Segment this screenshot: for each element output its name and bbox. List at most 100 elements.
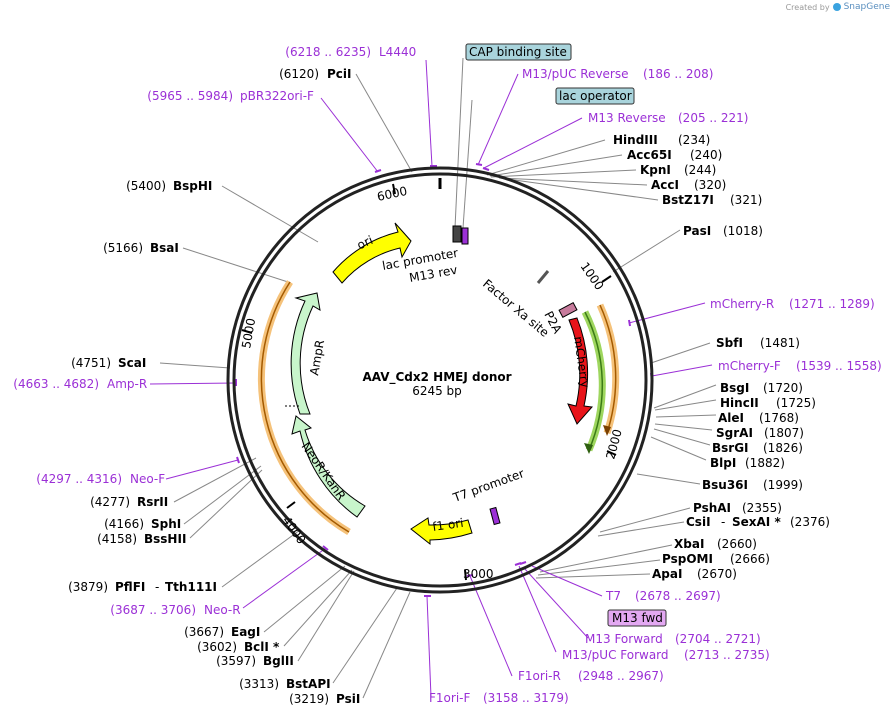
svg-text:(1271 .. 1289): (1271 .. 1289) xyxy=(789,297,875,311)
enzyme-alei[interactable]: AleI (1768) xyxy=(718,411,799,425)
enzyme-sphi[interactable]: (4166) SphI xyxy=(104,517,181,531)
svg-text:(205 .. 221): (205 .. 221) xyxy=(678,111,748,125)
svg-text:Neo-R: Neo-R xyxy=(204,603,241,617)
enzyme-pasi[interactable]: PasI (1018) xyxy=(683,224,763,238)
enzyme-blpi[interactable]: BlpI (1882) xyxy=(710,456,785,470)
p2a-feature[interactable] xyxy=(558,302,578,318)
enzyme-rsrii[interactable]: (4277) RsrII xyxy=(90,495,168,509)
lac-operator-label[interactable]: lac operator xyxy=(555,87,635,105)
f1ori-feature[interactable] xyxy=(410,517,473,546)
primer-mcherry-f[interactable]: mCherry-F (1539 .. 1558) xyxy=(718,359,882,373)
enzyme-apai[interactable]: ApaI (2670) xyxy=(652,567,737,581)
svg-text:BsgI: BsgI xyxy=(720,381,749,395)
enzyme-hindiii[interactable]: HindIII (234) xyxy=(613,133,710,147)
enzyme-scai[interactable]: (4751) ScaI xyxy=(71,356,146,370)
enzyme-bsshii[interactable]: (4158) BssHII xyxy=(97,532,186,546)
enzyme-hincii[interactable]: HincII (1725) xyxy=(720,396,816,410)
svg-text:(234): (234) xyxy=(678,133,710,147)
svg-text:(1725): (1725) xyxy=(776,396,816,410)
enzyme-bsai[interactable]: (5166) BsaI xyxy=(103,241,179,255)
m13rev-feature[interactable] xyxy=(461,227,469,245)
svg-text:BsrGI: BsrGI xyxy=(712,441,749,455)
green-track xyxy=(581,310,606,454)
svg-text:PciI: PciI xyxy=(327,67,352,81)
enzyme-sbfi[interactable]: SbfI (1481) xyxy=(716,336,800,350)
lac-promoter-feature[interactable] xyxy=(452,225,462,243)
cap-binding-site-label[interactable]: CAP binding site xyxy=(465,43,572,61)
enzyme-bsu36i[interactable]: Bsu36I (1999) xyxy=(702,478,803,492)
svg-text:(6120): (6120) xyxy=(279,67,319,81)
svg-text:(1768): (1768) xyxy=(759,411,799,425)
svg-text:M13/pUC Forward: M13/pUC Forward xyxy=(562,648,669,662)
primer-m13-reverse[interactable]: M13 Reverse (205 .. 221) xyxy=(588,111,748,125)
orange-tracks xyxy=(257,280,620,536)
svg-text:Tth111I: Tth111I xyxy=(165,580,217,594)
primer-f1ori-r[interactable]: F1ori-R (2948 .. 2967) xyxy=(518,669,664,683)
primer-t7[interactable]: T7 (2678 .. 2697) xyxy=(605,589,721,603)
ori-feature[interactable] xyxy=(332,222,412,284)
primer-m13puc-reverse[interactable]: M13/pUC Reverse (186 .. 208) xyxy=(522,67,713,81)
svg-text:pBR322ori-F: pBR322ori-F xyxy=(240,89,314,103)
t7-promoter-feature[interactable] xyxy=(489,506,501,526)
svg-text:M13 Reverse: M13 Reverse xyxy=(588,111,666,125)
svg-text:M13/pUC Reverse: M13/pUC Reverse xyxy=(522,67,629,81)
backbone-outer xyxy=(226,166,654,594)
svg-text:(321): (321) xyxy=(730,193,762,207)
svg-text:mCherry-R: mCherry-R xyxy=(710,297,774,311)
svg-text:(2376): (2376) xyxy=(790,515,830,529)
svg-text:(1481): (1481) xyxy=(760,336,800,350)
m13fwd-label[interactable]: M13 fwd xyxy=(607,609,667,627)
enzyme-pshai[interactable]: PshAI (2355) xyxy=(693,501,782,515)
svg-text:(186 .. 208): (186 .. 208) xyxy=(643,67,713,81)
enzyme-bglii[interactable]: (3597) BglII xyxy=(216,654,294,668)
enzyme-kpni[interactable]: KpnI (244) xyxy=(640,163,716,177)
svg-text:(6218 .. 6235): (6218 .. 6235) xyxy=(285,45,371,59)
factorxa-feature[interactable] xyxy=(536,270,550,284)
enzyme-xbai[interactable]: XbaI (2660) xyxy=(674,537,757,551)
enzyme-pflfi[interactable]: (3879) PflFI - Tth111I xyxy=(68,580,217,594)
svg-text:(1882): (1882) xyxy=(745,456,785,470)
primer-mcherry-r[interactable]: mCherry-R (1271 .. 1289) xyxy=(710,297,875,311)
enzyme-bcli[interactable]: (3602) BclI * xyxy=(197,640,280,654)
mcherry-feature[interactable] xyxy=(567,317,594,425)
enzyme-eagi[interactable]: (3667) EagI xyxy=(184,625,260,639)
enzyme-acc65i[interactable]: Acc65I (240) xyxy=(627,148,722,162)
enzyme-pcil[interactable]: (6120) PciI xyxy=(279,67,351,81)
neokan-feature[interactable] xyxy=(291,415,366,518)
enzyme-acci[interactable]: AccI (320) xyxy=(651,178,726,192)
enzyme-sgrai[interactable]: SgrAI (1807) xyxy=(716,426,804,440)
enzyme-bsphi[interactable]: (5400) BspHI xyxy=(126,179,212,193)
primer-neo-r[interactable]: (3687 .. 3706) Neo-R xyxy=(110,603,240,617)
svg-text:PasI: PasI xyxy=(683,224,711,238)
svg-text:(2660): (2660) xyxy=(717,537,757,551)
plasmid-name: AAV_Cdx2 HMEJ donor xyxy=(362,370,511,385)
svg-text:BsaI: BsaI xyxy=(150,241,179,255)
ampr-feature[interactable] xyxy=(290,292,321,415)
svg-text:-: - xyxy=(155,580,159,594)
primer-l4440[interactable]: (6218 .. 6235) L4440 xyxy=(285,45,416,59)
svg-text:L4440: L4440 xyxy=(379,45,416,59)
svg-text:mCherry-F: mCherry-F xyxy=(718,359,781,373)
enzyme-psii[interactable]: (3219) PsiI xyxy=(289,692,360,706)
primer-neo-f[interactable]: (4297 .. 4316) Neo-F xyxy=(36,472,165,486)
svg-text:(5166): (5166) xyxy=(103,241,143,255)
svg-text:(4158): (4158) xyxy=(97,532,137,546)
enzyme-bstz17i[interactable]: BstZ17I (321) xyxy=(662,193,762,207)
enzyme-bsrgi[interactable]: BsrGI (1826) xyxy=(712,441,803,455)
primer-pbr322ori-f[interactable]: (5965 .. 5984) pBR322ori-F xyxy=(147,89,314,103)
svg-text:(1807): (1807) xyxy=(764,426,804,440)
svg-text:Bsu36I: Bsu36I xyxy=(702,478,748,492)
primer-f1ori-f[interactable]: F1ori-F (3158 .. 3179) xyxy=(429,691,569,705)
enzyme-pspomi[interactable]: PspOMI (2666) xyxy=(662,552,770,566)
primer-amp-r[interactable]: (4663 .. 4682) Amp-R xyxy=(13,377,147,391)
svg-text:(3597): (3597) xyxy=(216,654,256,668)
enzyme-bsgi[interactable]: BsgI (1720) xyxy=(720,381,803,395)
enzyme-bstapi[interactable]: (3313) BstAPI xyxy=(239,677,330,691)
enzyme-csii[interactable]: CsiI - SexAI * (2376) xyxy=(686,515,830,529)
primer-m13-forward[interactable]: M13 Forward (2704 .. 2721) xyxy=(585,632,761,646)
svg-text:(2948 .. 2967): (2948 .. 2967) xyxy=(578,669,664,683)
svg-text:PspOMI: PspOMI xyxy=(662,552,713,566)
primer-leader-lines xyxy=(149,59,713,698)
svg-text:(5965 .. 5984): (5965 .. 5984) xyxy=(147,89,233,103)
primer-m13puc-forward[interactable]: M13/pUC Forward (2713 .. 2735) xyxy=(562,648,770,662)
